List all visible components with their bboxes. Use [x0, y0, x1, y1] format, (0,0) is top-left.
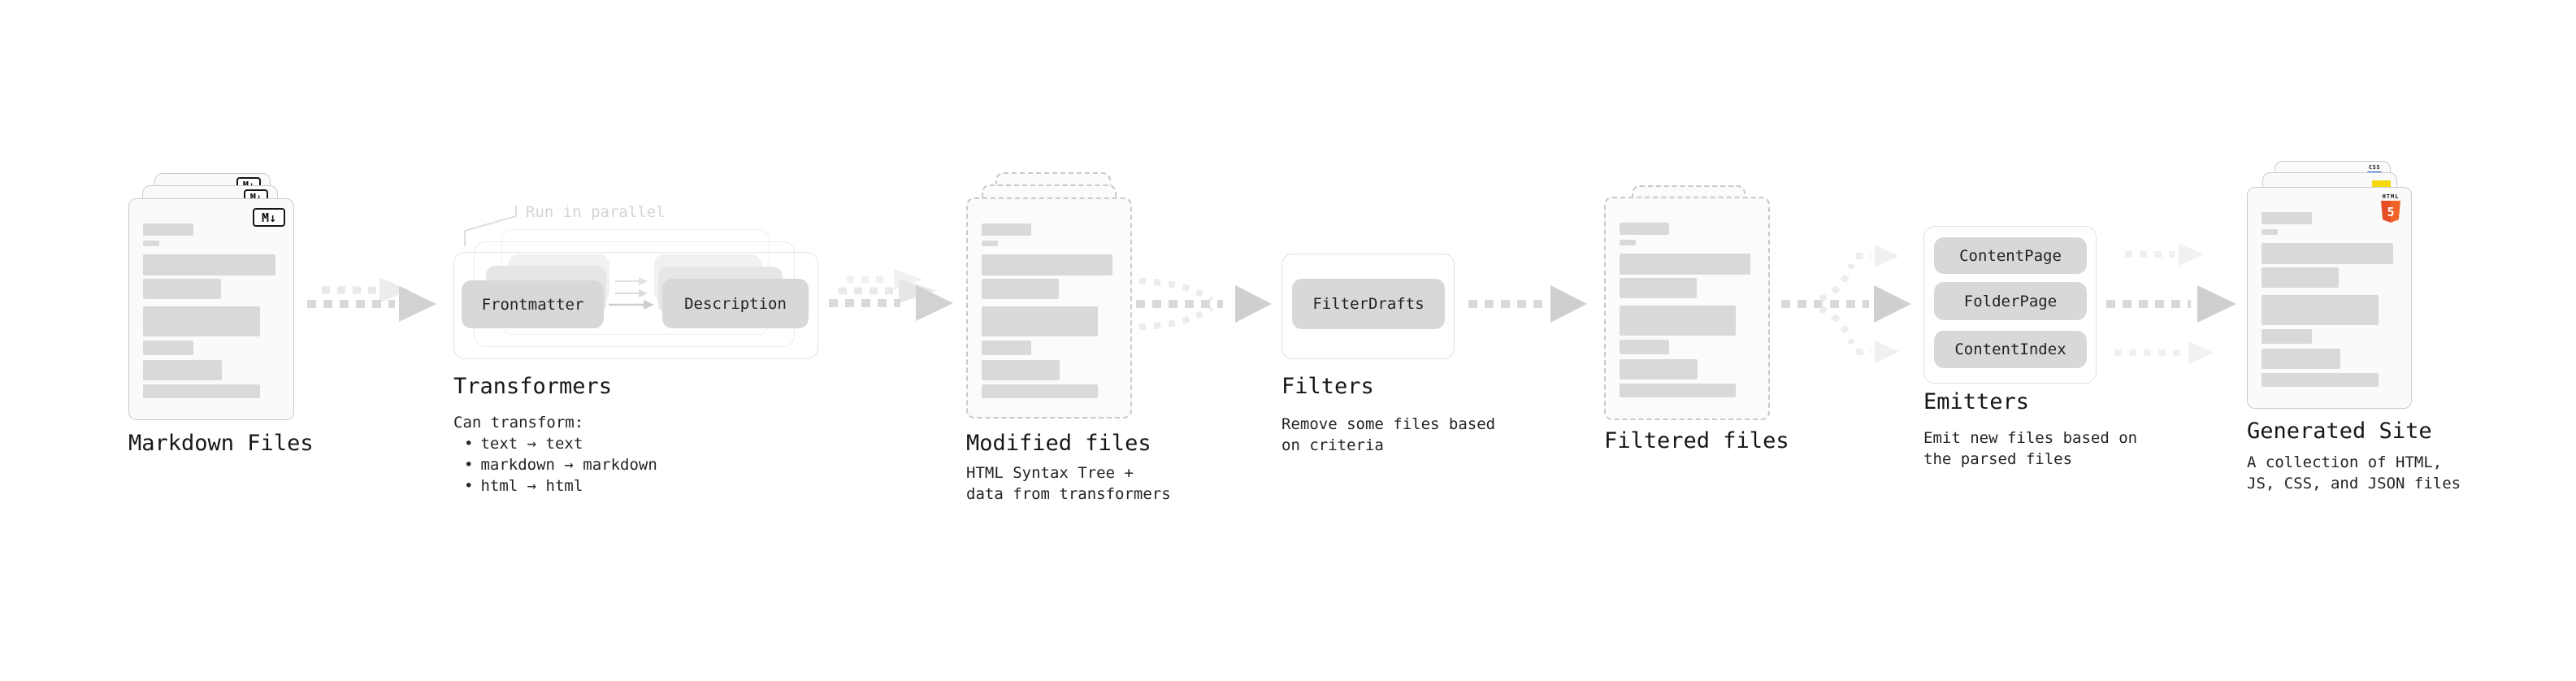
text-placeholder-bar: [1620, 384, 1736, 397]
bullet-dot: •: [464, 477, 474, 495]
text-placeholder-bar: [143, 223, 194, 236]
markdown-icon: M↓: [253, 208, 285, 227]
text-placeholder-bar: [143, 279, 221, 299]
generated-file-card: HTML 5: [2247, 187, 2412, 409]
text-placeholder-bar: [1620, 223, 1670, 235]
arrow-emitters-to-generated: [2106, 243, 2236, 364]
arrow-filtered-to-emitters: [1781, 245, 1911, 363]
markdown-files-label: Markdown Files: [128, 431, 314, 456]
js-icon: [2372, 180, 2391, 189]
text-placeholder-bar: [143, 340, 194, 355]
text-placeholder-bar: [143, 360, 223, 380]
caption-line: Can transform:: [453, 414, 584, 432]
text-placeholder-bar: [982, 306, 1098, 336]
text-placeholder-bar: [982, 254, 1113, 275]
arrow-modified-to-filters: [1136, 278, 1272, 330]
filters-caption: Remove some files based on criteria: [1281, 414, 1495, 456]
emitters-caption: Emit new files based on the parsed files: [1923, 427, 2137, 470]
emitter-pill-folderpage: FolderPage: [1934, 282, 2087, 320]
text-placeholder-bar: [143, 306, 261, 336]
arrow-markdown-to-transformers: [307, 278, 436, 322]
transformers-caption: Can transform: •text → text •markdown → …: [453, 412, 657, 497]
filters-title: Filters: [1281, 374, 1374, 399]
skeleton-text-bars: [982, 223, 1117, 398]
transformer-container: [453, 252, 818, 359]
bullet-dot: •: [464, 456, 474, 474]
text-placeholder-bar: [143, 254, 275, 275]
modified-file-card: [966, 197, 1132, 419]
bullet-dot: •: [464, 435, 474, 453]
caption-line: JS, CSS, and JSON files: [2247, 475, 2461, 492]
text-placeholder-bar: [1620, 359, 1698, 380]
skeleton-text-bars: [143, 223, 280, 398]
caption-line: Remove some files based: [1281, 415, 1496, 433]
emitter-pill-contentpage: ContentPage: [1934, 237, 2087, 274]
text-placeholder-bar: [143, 241, 160, 246]
transformer-pill-frontmatter: Frontmatter: [462, 280, 604, 328]
caption-line: data from transformers: [966, 485, 1171, 503]
arrow-filters-to-filtered: [1468, 285, 1587, 323]
text-placeholder-bar: [2262, 295, 2379, 325]
text-placeholder-bar: [1620, 340, 1670, 354]
caption-line: on criteria: [1281, 436, 1384, 454]
text-placeholder-bar: [2262, 373, 2379, 387]
text-placeholder-bar: [2262, 349, 2340, 369]
caption-bullet: •html → html: [464, 477, 583, 495]
text-placeholder-bar: [2262, 212, 2312, 224]
text-placeholder-bar: [1620, 240, 1636, 245]
text-placeholder-bar: [2262, 267, 2340, 288]
caption-line: A collection of HTML,: [2247, 453, 2443, 471]
markdown-file-card: M↓: [128, 198, 294, 420]
text-placeholder-bar: [2262, 329, 2312, 344]
generated-site-label: Generated Site: [2247, 419, 2432, 444]
text-placeholder-bar: [982, 279, 1059, 299]
text-placeholder-bar: [1620, 254, 1751, 275]
html5-shield: 5: [2381, 201, 2400, 223]
caption-line: the parsed files: [1923, 450, 2073, 468]
text-placeholder-bar: [982, 384, 1098, 398]
text-placeholder-bar: [982, 241, 998, 246]
transformer-pill-arrows: [609, 277, 654, 310]
text-placeholder-bar: [143, 384, 261, 398]
skeleton-text-bars: [1620, 223, 1754, 397]
text-placeholder-bar: [1620, 306, 1736, 336]
transformers-title: Transformers: [453, 374, 613, 399]
run-in-parallel-leader-line: [464, 206, 517, 246]
text-placeholder-bar: [982, 360, 1060, 380]
modified-files-caption: HTML Syntax Tree + data from transformer…: [966, 462, 1171, 505]
run-in-parallel-annotation: Run in parallel: [526, 203, 666, 221]
skeleton-text-bars: [2262, 212, 2397, 387]
text-placeholder-bar: [2262, 243, 2393, 264]
modified-files-label: Modified files: [966, 431, 1151, 456]
filter-pill-filterdrafts: FilterDrafts: [1292, 279, 1445, 329]
html5-icon: HTML 5: [2380, 193, 2401, 223]
filtered-files-label: Filtered files: [1604, 428, 1789, 453]
emitters-title: Emitters: [1923, 389, 2030, 414]
filtered-file-card: [1604, 197, 1770, 420]
text-placeholder-bar: [2262, 229, 2279, 235]
generated-site-caption: A collection of HTML, JS, CSS, and JSON …: [2247, 452, 2461, 494]
text-placeholder-bar: [982, 340, 1032, 355]
text-placeholder-bar: [982, 223, 1032, 236]
caption-bullet: •markdown → markdown: [464, 456, 657, 474]
text-placeholder-bar: [1620, 278, 1697, 298]
arrow-transformers-to-modified: [829, 269, 953, 321]
transformer-pill-description: Description: [662, 279, 809, 328]
emitter-pill-contentindex: ContentIndex: [1934, 331, 2087, 368]
caption-line: Emit new files based on: [1923, 429, 2138, 447]
caption-bullet: •text → text: [464, 435, 583, 453]
caption-line: HTML Syntax Tree +: [966, 464, 1134, 482]
